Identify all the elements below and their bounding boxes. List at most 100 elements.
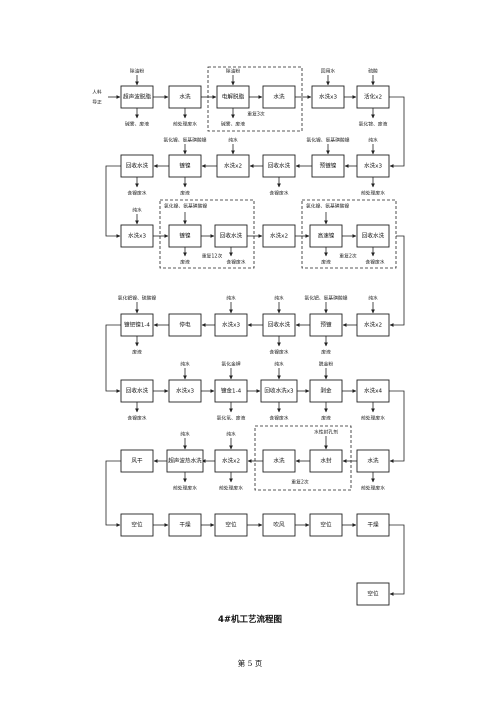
- input-note: 回用水: [321, 68, 336, 75]
- process-box-label: 吹风: [273, 521, 285, 529]
- output-note: 前处理废水: [173, 121, 197, 128]
- output-note: 碱雾、废液: [221, 121, 245, 128]
- output-note: 含镍废水: [127, 190, 146, 197]
- repeat-group-row1: [207, 66, 303, 132]
- output-note: 废液: [321, 259, 331, 266]
- process-box-label: 水洗x2: [270, 232, 288, 240]
- process-box-label: 水洗x4: [364, 387, 382, 395]
- process-box-label: 水洗x3: [364, 162, 382, 170]
- process-box-label: 空位: [320, 521, 332, 529]
- process-box-label: 镀钯镍1-4: [124, 321, 150, 329]
- process-box-label: 水洗x3: [222, 321, 240, 329]
- output-note: 含镍废水: [226, 259, 245, 266]
- output-note: 含镍废水: [127, 415, 146, 422]
- process-box-label: 水封: [320, 457, 332, 465]
- output-note: 前处理废水: [361, 415, 385, 422]
- process-box-label: 水洗x3: [128, 232, 146, 240]
- row-7: 空位 干燥 空位 吹风 空位 干燥: [120, 513, 390, 537]
- input-label-2: 导正: [92, 100, 102, 106]
- input-note: 脱金粉: [319, 361, 334, 368]
- output-note: 含镍废水: [269, 190, 288, 197]
- input-note: 纯水: [226, 295, 236, 302]
- process-box-label: 空位: [131, 521, 143, 529]
- process-box-label: 水洗: [273, 457, 285, 465]
- output-note: 废液: [132, 349, 142, 356]
- row-5: 回收水洗 水洗x3 镀金1-4 回收水洗x3 剥金 水洗x4 纯水 氯化金钾 纯…: [120, 361, 390, 422]
- output-note: 废液: [180, 259, 190, 266]
- input-note: 氯化金钾: [221, 361, 240, 368]
- input-note: 除油粉: [130, 68, 145, 75]
- process-box-label: 回收水洗: [362, 232, 385, 240]
- process-box-label: 回收水洗: [126, 162, 149, 170]
- process-box-label: 水洗x2: [364, 321, 382, 329]
- process-box-label: 活化x2: [364, 93, 382, 101]
- output-note: 废液: [321, 415, 331, 422]
- process-box-label: 预镀镍: [320, 162, 337, 170]
- process-box-label: 超声波热水洗: [168, 457, 202, 465]
- repeat-note: 重复2次: [291, 479, 309, 486]
- input-note: 纯水: [274, 361, 284, 368]
- input-note: 氯化镍、氨基磺酸镍: [306, 137, 349, 144]
- process-box-label: 空位: [225, 521, 237, 529]
- input-note: 硫酸: [368, 68, 378, 75]
- output-note: 含镍废水: [269, 349, 288, 356]
- process-box-label: 水洗x3: [319, 93, 337, 101]
- output-note: 前处理废水: [173, 485, 197, 492]
- output-note: 含镍废水: [269, 415, 288, 422]
- output-note: 前处理废水: [361, 190, 385, 197]
- process-box-label: 超声波脱脂: [123, 93, 151, 101]
- input-note: 纯水: [228, 137, 238, 144]
- process-box-label: 水洗: [179, 93, 191, 101]
- input-note: 纯水: [368, 137, 378, 144]
- input-note: 氯化镍、氨基磺酸镍: [306, 203, 349, 210]
- input-note: 纯水: [180, 361, 190, 368]
- input-note: 水性封孔剂: [314, 429, 338, 436]
- input-note: 氯化钯镍、硫酸镍: [118, 295, 157, 302]
- input-note: 氯化镍、氨基磺酸镍: [164, 203, 207, 210]
- process-box-label: 镀镍: [179, 162, 191, 170]
- final-process-box-label: 空位: [367, 590, 379, 598]
- output-note: 前处理废水: [219, 485, 243, 492]
- process-box-label: 高速镍: [318, 232, 335, 240]
- row-1: 人料 导正 超声波脱脂 水洗 电解脱脂 水洗 水洗x3 活化x2 除油粉 除油粉…: [92, 68, 390, 128]
- process-box-label: 预镀: [320, 321, 332, 329]
- process-box-label: 回收水洗: [268, 162, 291, 170]
- process-box-label: 水洗: [367, 457, 379, 465]
- process-box-label: 剥金: [320, 387, 332, 395]
- process-box-label: 回收水洗: [268, 321, 291, 329]
- process-box-label: 镀金1-4: [221, 387, 242, 395]
- input-note: 除油粉: [226, 68, 241, 75]
- repeat-note: 重复3次: [247, 111, 265, 118]
- final-process-box: [356, 582, 390, 606]
- output-note: 氯化氢、废液: [217, 415, 246, 422]
- input-note: 纯水: [274, 295, 284, 302]
- repeat-group-row3-left: [159, 199, 255, 269]
- page-number: 第 5 页: [238, 658, 263, 668]
- repeat-note: 重复12次: [202, 253, 223, 260]
- input-note: 氯化钯、氨基磺酸镍: [304, 295, 347, 302]
- row-6: 水洗 水封 水洗 水洗x2 超声波热水洗 风干 纯水 纯水 水性封孔剂 前处理废…: [120, 429, 390, 492]
- output-note: 氯化铵、废液: [359, 121, 388, 128]
- process-box-label: 回收水洗: [220, 232, 243, 240]
- process-box-label: 回收水洗: [126, 387, 149, 395]
- process-box-label: 回收水洗x3: [264, 387, 294, 395]
- input-note: 纯水: [368, 295, 378, 302]
- diagram-title: 4#机工艺流程图: [218, 614, 282, 625]
- row-3: 水洗x3 镀镍 回收水洗 水洗x2 高速镍 回收水洗 纯水 氯化镍、氨基磺酸镍 …: [120, 203, 390, 266]
- process-box-label: 水洗x2: [224, 162, 242, 170]
- input-note: 纯水: [132, 207, 142, 214]
- repeat-group-row6: [254, 425, 352, 491]
- output-note: 前处理废水: [361, 485, 385, 492]
- process-box-label: 水洗: [273, 93, 285, 101]
- process-box-label: 水洗x3: [176, 387, 194, 395]
- repeat-group-row3-right: [301, 199, 397, 269]
- repeat-note: 重复2次: [339, 253, 357, 260]
- output-note: 碱雾、废液: [125, 121, 149, 128]
- process-box-label: 干燥: [179, 521, 191, 529]
- output-note: 废液: [180, 190, 190, 197]
- process-box-label: 电解脱脂: [222, 93, 245, 101]
- input-note: 纯水: [180, 431, 190, 438]
- row-2: 水洗x3 预镀镍 回收水洗 水洗x2 镀镍 回收水洗 氯化镍、氨基磺酸镍 纯水 …: [120, 137, 390, 197]
- process-box-label: 停电: [179, 321, 191, 329]
